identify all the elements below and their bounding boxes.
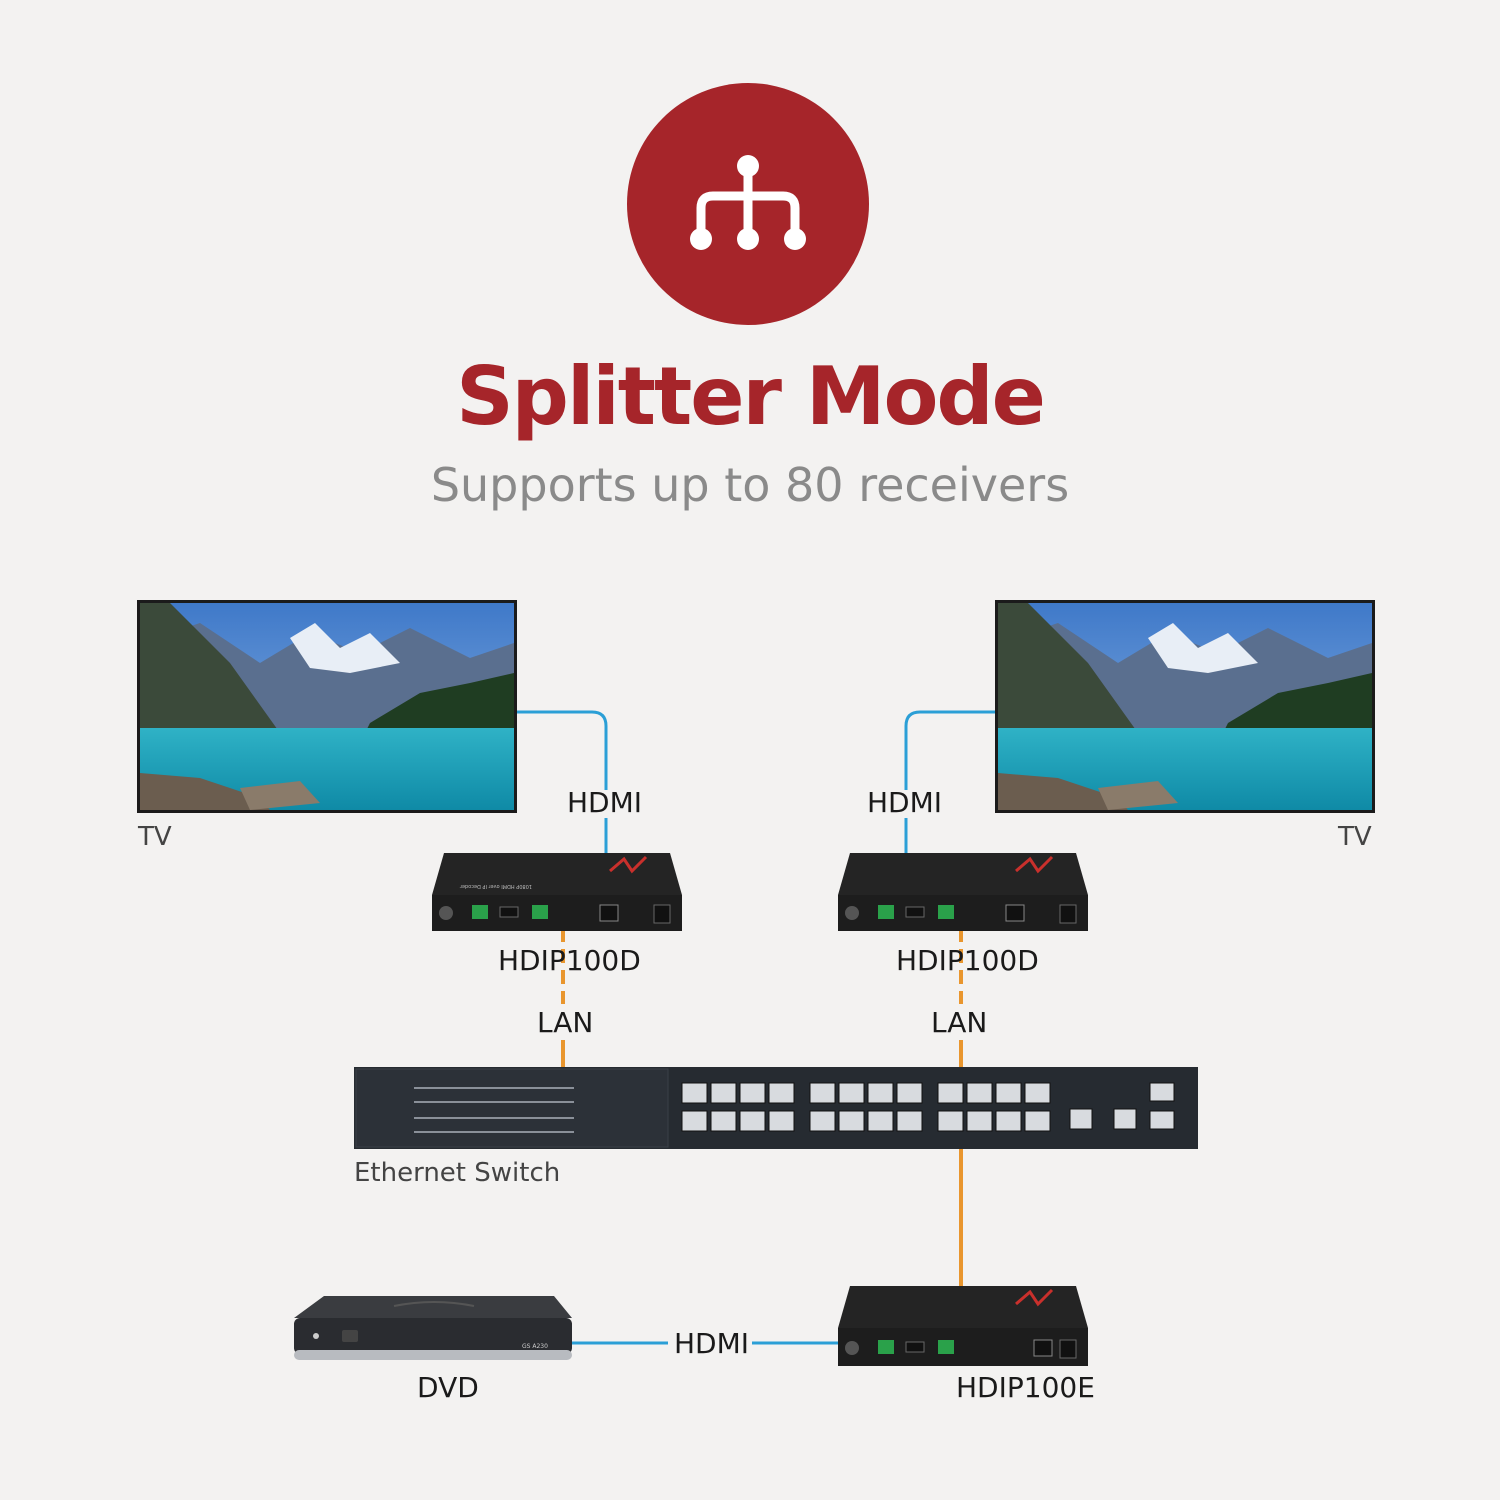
sfp-port xyxy=(1069,1108,1093,1130)
dvd-player: GS A230 xyxy=(294,1296,572,1362)
rj45-port xyxy=(809,1082,836,1104)
switch-label: Ethernet Switch xyxy=(354,1158,561,1188)
rj45-port xyxy=(1149,1110,1175,1130)
dvd-model-text: GS A230 xyxy=(522,1343,548,1350)
decoder-left: 1080P HDMI over IP Decoder xyxy=(432,853,682,931)
hdmi-cable-right xyxy=(904,710,996,790)
landscape-screen-image xyxy=(998,603,1372,810)
rj45-port xyxy=(739,1110,766,1132)
rj45-port xyxy=(739,1082,766,1104)
rj45-port xyxy=(838,1110,865,1132)
rj45-port xyxy=(838,1082,865,1104)
rj45-port xyxy=(966,1082,993,1104)
page-subtitle: Supports up to 80 receivers xyxy=(430,458,1070,512)
landscape-screen-image xyxy=(140,603,514,810)
hdmi-cable-left xyxy=(514,710,608,790)
rj45-port xyxy=(681,1110,708,1132)
page-title: Splitter Mode xyxy=(456,350,1046,443)
tv-left xyxy=(137,600,517,813)
rj45-port xyxy=(1149,1082,1175,1102)
rj45-port xyxy=(867,1110,894,1132)
rj45-port xyxy=(768,1110,795,1132)
decoder-left-caption: 1080P HDMI over IP Decoder xyxy=(459,883,532,889)
dvd-label: DVD xyxy=(417,1371,479,1404)
rj45-port xyxy=(995,1082,1022,1104)
rj45-port xyxy=(966,1110,993,1132)
encoder-label: HDIP100E xyxy=(956,1371,1095,1404)
rj45-port xyxy=(937,1082,964,1104)
decoder-left-label: HDIP100D xyxy=(498,944,641,977)
rj45-port xyxy=(937,1110,964,1132)
decoder-right xyxy=(838,853,1088,931)
rj45-port xyxy=(995,1110,1022,1132)
lan-label-right: LAN xyxy=(931,1006,988,1039)
tv-right-label: TV xyxy=(1338,822,1372,852)
split-network-icon xyxy=(690,155,806,250)
tv-left-label: TV xyxy=(138,822,172,852)
rj45-port xyxy=(768,1082,795,1104)
rj45-port xyxy=(710,1110,737,1132)
rj45-port xyxy=(1024,1082,1051,1104)
rj45-port xyxy=(867,1082,894,1104)
hdmi-label-right: HDMI xyxy=(867,786,943,819)
rj45-port xyxy=(896,1082,923,1104)
rj45-port xyxy=(710,1082,737,1104)
tv-right xyxy=(995,600,1375,813)
rj45-port xyxy=(809,1110,836,1132)
encoder xyxy=(838,1286,1088,1366)
decoder-right-label: HDIP100D xyxy=(896,944,1039,977)
hdmi-label-bottom: HDMI xyxy=(674,1327,750,1360)
rj45-port xyxy=(681,1082,708,1104)
rj45-port xyxy=(896,1110,923,1132)
ethernet-switch xyxy=(354,1067,1198,1149)
hero-circle xyxy=(627,83,869,325)
rj45-port xyxy=(1024,1110,1051,1132)
hdmi-label-left: HDMI xyxy=(567,786,643,819)
sfp-port xyxy=(1113,1108,1137,1130)
lan-label-left: LAN xyxy=(537,1006,594,1039)
